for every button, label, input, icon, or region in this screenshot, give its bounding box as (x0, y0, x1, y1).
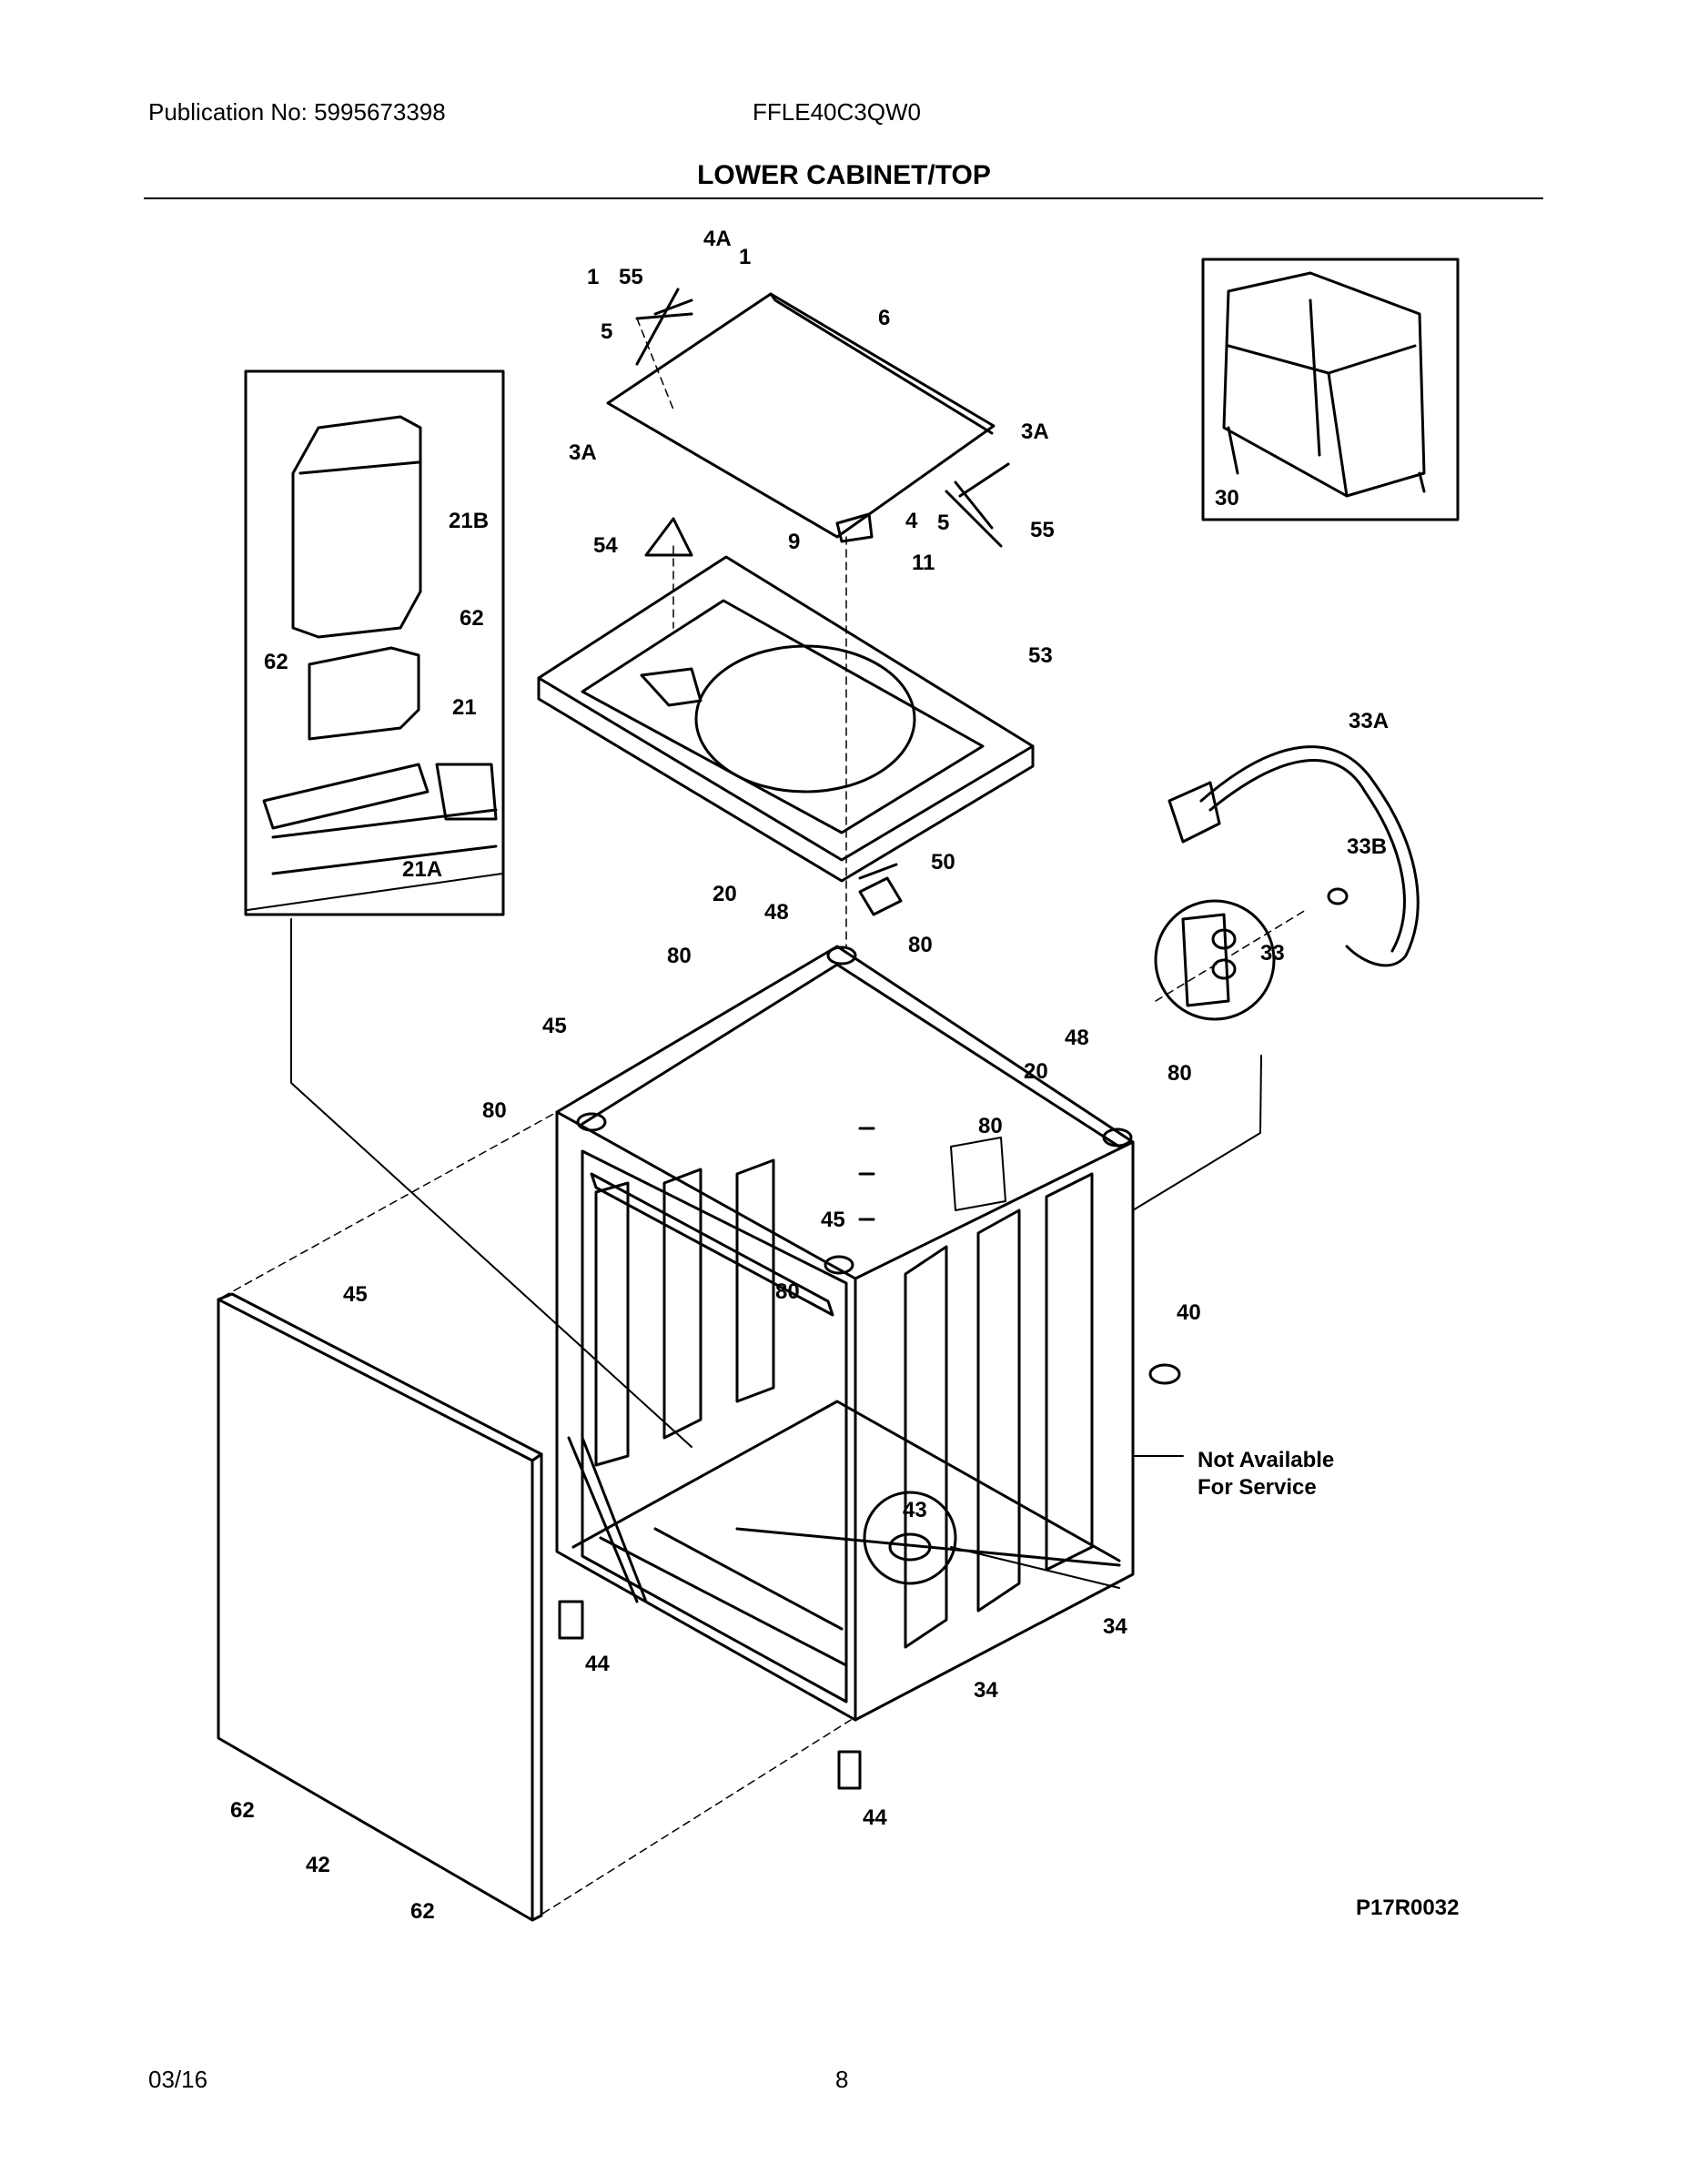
callout-label: 30 (1215, 486, 1239, 511)
callout-label: 48 (1065, 1026, 1089, 1050)
pump-detail (863, 1491, 957, 1585)
callout-label: 5 (601, 319, 612, 344)
drawing-code: P17R0032 (1356, 1896, 1459, 1920)
inset-control-board (244, 369, 505, 916)
title-rule (144, 197, 1543, 199)
callout-label: 21A (402, 857, 442, 882)
callout-label: 62 (264, 650, 288, 674)
callout-label: 20 (713, 882, 737, 906)
cabinet (555, 945, 1135, 1722)
callout-label: 62 (410, 1899, 435, 1924)
valve-detail (1154, 899, 1276, 1021)
drain-hose (1167, 745, 1420, 967)
page-title: LOWER CABINET/TOP (697, 160, 991, 190)
callout-label: 1 (739, 245, 751, 269)
inset-user-interface (1201, 258, 1460, 521)
callout-label: 20 (1024, 1059, 1048, 1084)
callout-label: 53 (1028, 643, 1053, 668)
callout-label: 33A (1349, 709, 1389, 733)
callout-label: 62 (230, 1798, 255, 1823)
publication-number: Publication No: 5995673398 (148, 98, 446, 126)
callout-label: 34 (1103, 1614, 1127, 1639)
leveling-legs (558, 1600, 862, 1790)
callout-label: 48 (764, 900, 789, 925)
callout-label: 4 (905, 509, 918, 533)
service-note-line-2: For Service (1198, 1475, 1317, 1500)
callout-label: 55 (1030, 518, 1055, 542)
callout-label: 80 (1167, 1061, 1192, 1086)
callout-label: 33B (1347, 834, 1387, 859)
callout-label: 80 (775, 1279, 800, 1304)
callout-label: 9 (788, 530, 800, 554)
callout-label: 5 (937, 511, 949, 535)
model-number: FFLE40C3QW0 (753, 98, 921, 126)
callout-label: 80 (908, 933, 933, 957)
callout-label: 21B (449, 509, 489, 533)
callout-label: 50 (931, 850, 955, 875)
callout-label: 62 (460, 606, 484, 631)
callout-label: 80 (978, 1114, 1003, 1138)
callout-label: 54 (593, 533, 618, 558)
lid-hinges (635, 288, 1010, 880)
callout-label: 34 (974, 1678, 998, 1703)
part-40 (1148, 1363, 1181, 1385)
callout-label: 6 (878, 306, 890, 330)
publication-date: 03/16 (148, 2066, 208, 2093)
assembly-lines (222, 318, 1307, 1921)
callout-label: 21 (452, 695, 477, 720)
callout-label: 45 (821, 1208, 845, 1232)
callout-label: 55 (619, 265, 643, 289)
callout-label: 3A (1021, 420, 1049, 444)
leader-lines (290, 918, 1262, 1589)
page-number: 8 (835, 2066, 849, 2093)
callout-label: 45 (343, 1282, 368, 1307)
top-panel (537, 517, 1035, 916)
top-lid (606, 292, 1003, 548)
callout-label: 3A (569, 440, 597, 465)
callout-label: 44 (585, 1652, 610, 1676)
callout-label: 1 (587, 265, 599, 289)
callout-label: 80 (667, 944, 692, 968)
callout-label: 45 (542, 1014, 567, 1038)
callout-label: 42 (306, 1853, 330, 1877)
service-note-line-1: Not Available (1198, 1448, 1334, 1472)
callout-label: 33 (1260, 941, 1285, 966)
front-panel (217, 1292, 543, 1922)
callout-label: 43 (903, 1498, 927, 1522)
callout-label: 40 (1177, 1300, 1201, 1325)
callout-label: 11 (912, 551, 935, 575)
callout-label: 44 (863, 1805, 887, 1830)
callout-label: 80 (482, 1098, 507, 1123)
callout-label: 4A (703, 227, 732, 251)
